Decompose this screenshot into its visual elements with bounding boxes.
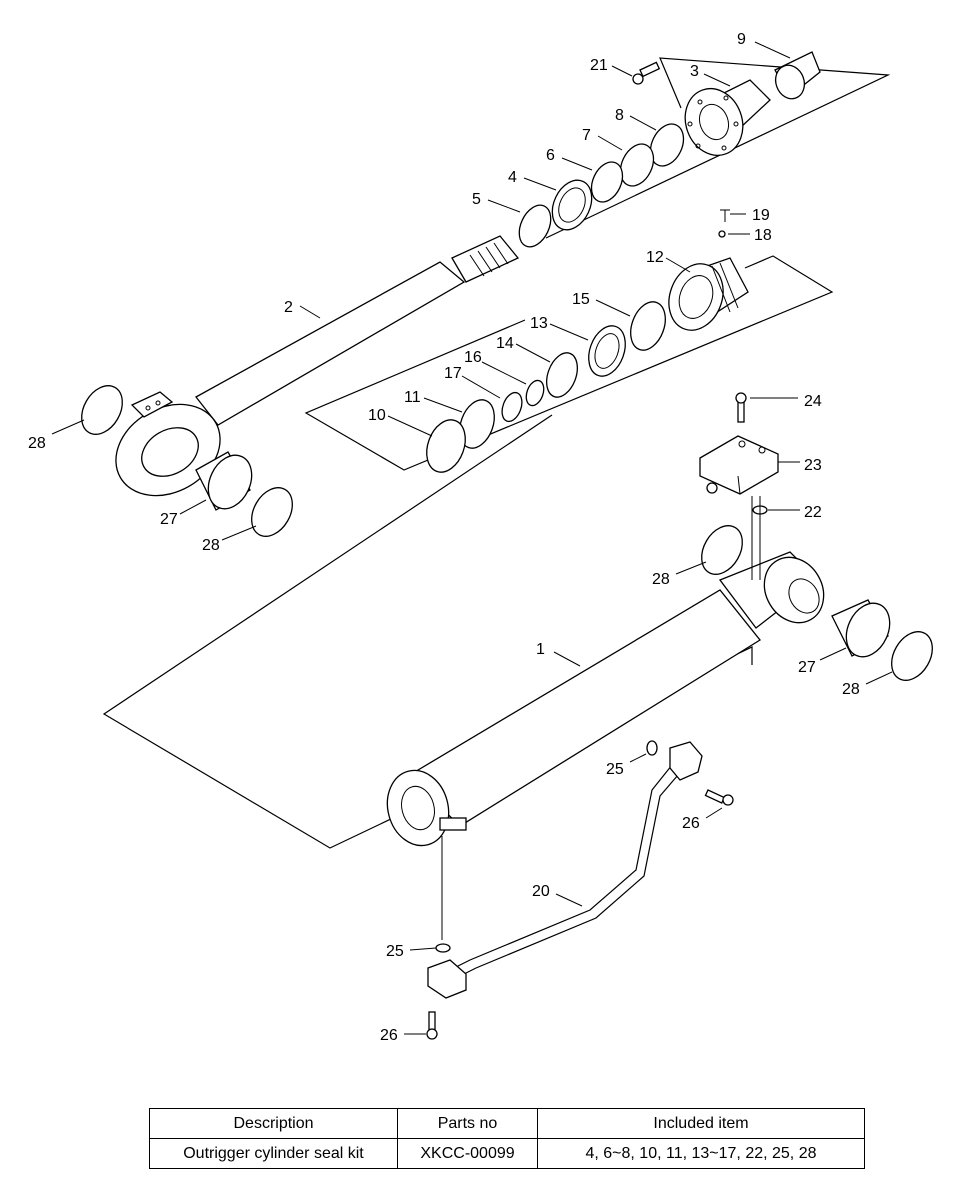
o-ring-25-top (646, 740, 658, 756)
tube-group-frame (102, 414, 753, 849)
seal-kit-table: Description Parts no Included item Outri… (149, 1108, 865, 1169)
piston-rod (115, 235, 520, 497)
callout-26-a: 26 (682, 815, 700, 832)
callout-6: 6 (546, 147, 555, 164)
valve-block-23 (699, 435, 779, 495)
bushing-4 (551, 179, 593, 231)
callouts: 9 3 21 8 7 6 4 5 2 19 18 12 15 13 14 16 … (28, 31, 860, 1044)
bushing-27-rod (195, 451, 253, 511)
callout-2: 2 (284, 299, 293, 316)
callout-20: 20 (532, 883, 550, 900)
callout-8: 8 (615, 107, 624, 124)
ring-28-rod-b (251, 487, 293, 537)
steel-ball-18 (718, 230, 726, 238)
socket-bolt-21 (632, 61, 661, 85)
callout-26-b: 26 (380, 1027, 398, 1044)
cylinder-tube (386, 551, 825, 847)
callout-25-b: 25 (386, 943, 404, 960)
callout-25-a: 25 (606, 761, 624, 778)
pipe-20 (427, 741, 703, 999)
cell-description: Outrigger cylinder seal kit (149, 1138, 398, 1169)
rod-cover-3 (684, 79, 771, 157)
callout-12: 12 (646, 249, 664, 266)
callout-1: 1 (536, 641, 545, 658)
callout-19: 19 (752, 207, 770, 224)
callout-14: 14 (496, 335, 514, 352)
ring-16 (525, 379, 545, 407)
exploded-parts-diagram: 9 3 21 8 7 6 4 5 2 19 18 12 15 13 14 16 … (28, 31, 933, 1044)
callout-7: 7 (582, 127, 591, 144)
callout-10: 10 (368, 407, 386, 424)
piston-12 (668, 257, 749, 331)
callout-11: 11 (404, 389, 421, 406)
o-ring-25-bottom (435, 943, 451, 953)
bolt-26-top (704, 789, 734, 806)
leader-lines (51, 41, 893, 1035)
header-included-item: Included item (537, 1108, 865, 1139)
callout-22: 22 (804, 504, 822, 521)
ring-10 (426, 419, 466, 473)
callout-28-a: 28 (28, 435, 46, 452)
table-row: Outrigger cylinder seal kit XKCC-00099 4… (149, 1138, 865, 1169)
header-description: Description (149, 1108, 398, 1139)
ring-11 (459, 399, 495, 449)
callout-16: 16 (464, 349, 482, 366)
rod-group-frame (545, 57, 891, 239)
bushing-9 (774, 51, 821, 100)
callout-27-b: 27 (798, 659, 816, 676)
piston-group-frame (304, 255, 834, 471)
ring-28-tube-b (891, 631, 933, 681)
bolt-24 (735, 392, 747, 423)
ring-17 (501, 391, 523, 423)
ring-14 (546, 352, 578, 398)
callout-27-a: 27 (160, 511, 178, 528)
cell-included-item: 4, 6~8, 10, 11, 13~17, 22, 25, 28 (537, 1138, 865, 1169)
callout-4: 4 (508, 169, 517, 186)
callout-18: 18 (754, 227, 772, 244)
seal-ring-8 (649, 123, 685, 167)
callout-21: 21 (590, 57, 608, 74)
bushing-27-tube (831, 599, 891, 658)
header-parts-no: Parts no (397, 1108, 538, 1139)
callout-9: 9 (737, 31, 746, 48)
seal-ring-6 (590, 161, 624, 203)
ring-28-rod-a (81, 385, 123, 435)
callout-17: 17 (444, 365, 462, 382)
callout-28-c: 28 (652, 571, 670, 588)
callout-3: 3 (690, 63, 699, 80)
table-header-row: Description Parts no Included item (149, 1108, 865, 1139)
set-screw-19 (720, 209, 730, 222)
seal-ring-5 (518, 204, 552, 248)
callout-15: 15 (572, 291, 590, 308)
callout-24: 24 (804, 393, 822, 410)
bolt-26-bottom (426, 1011, 438, 1040)
seal-ring-7 (619, 143, 655, 187)
callout-5: 5 (472, 191, 481, 208)
callout-23: 23 (804, 457, 822, 474)
callout-28-b: 28 (202, 537, 220, 554)
ring-28-tube-a (701, 525, 743, 575)
ring-13 (588, 325, 626, 377)
callout-28-d: 28 (842, 681, 860, 698)
cell-parts-no: XKCC-00099 (397, 1138, 538, 1169)
ring-15 (630, 301, 666, 351)
callout-13: 13 (530, 315, 548, 332)
